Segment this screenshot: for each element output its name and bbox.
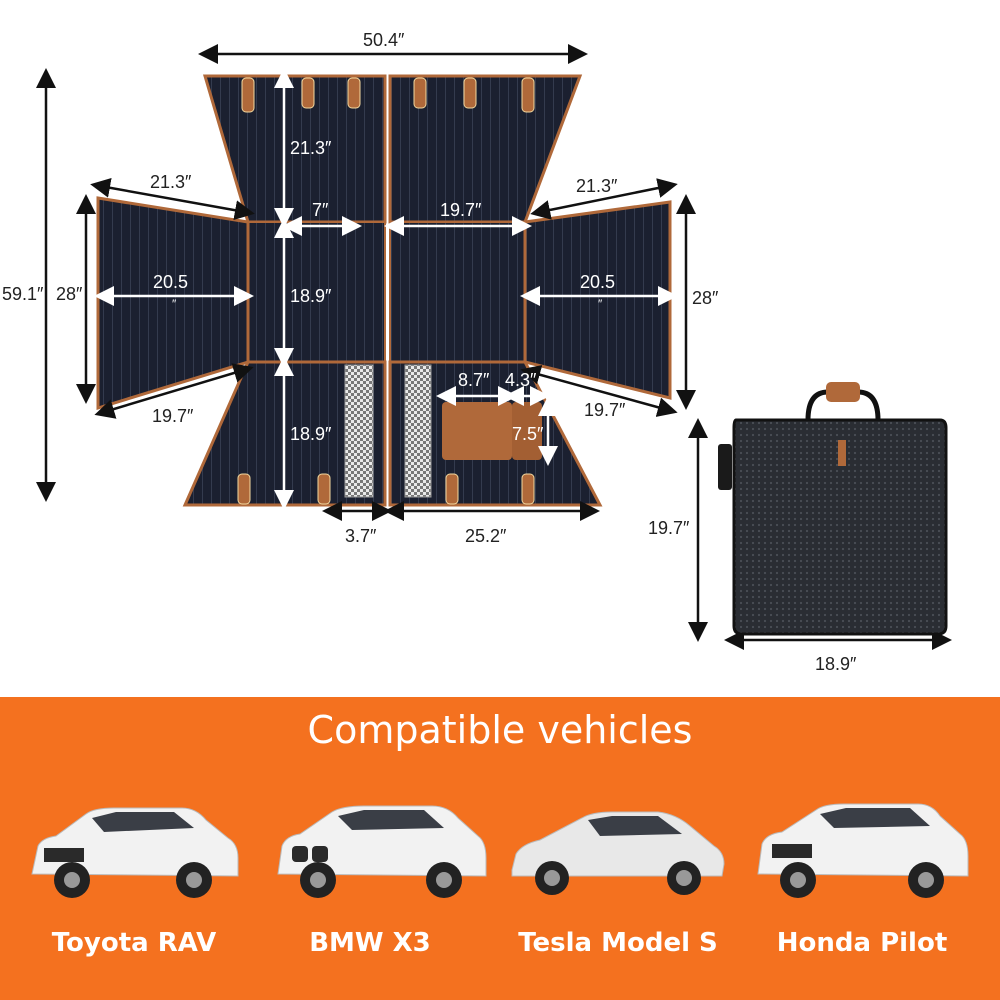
dimension-bottom-width: 25.2″ <box>465 526 507 546</box>
buckle-tab <box>521 473 535 505</box>
dimension-gap-width: 3.7″ <box>345 526 377 546</box>
dimension-right-bottom-diagonal: 19.7″ <box>584 400 626 420</box>
dimension-total-height: 59.1″ <box>2 284 44 304</box>
dimension-left-side-height: 28″ <box>56 284 83 304</box>
dimension-left-bottom-diagonal: 19.7″ <box>152 406 194 426</box>
dimension-bag-height: 19.7″ <box>648 518 690 538</box>
left-mesh-window <box>344 364 374 498</box>
honda-pilot-image <box>757 803 969 898</box>
buckle-tab <box>241 77 255 113</box>
vehicle-label-tesla-model-s: Tesla Model S <box>518 928 718 958</box>
dimension-pocket-small-width: 4.3″ <box>505 370 537 390</box>
left-seat-panel <box>247 221 386 363</box>
dimension-left-gap-width: 7″ <box>312 200 329 220</box>
dimension-pocket-height: 7.5″ <box>512 424 544 444</box>
dimension-right-flap-mark: ″ <box>598 297 603 311</box>
product-diagram: 50.4″ 59.1″ 21.3″ 21.3″ 21.3″ 7″ 19.7″ 2… <box>2 30 952 674</box>
dimension-right-top-diagonal: 21.3″ <box>576 176 618 196</box>
storage-pocket-large <box>442 402 512 460</box>
tesla-model-s-image <box>511 811 725 895</box>
dimension-top-width: 50.4″ <box>363 30 405 50</box>
buckle-tab <box>521 77 535 113</box>
dimension-left-flap-mark: ″ <box>172 297 177 311</box>
buckle-tab <box>445 473 459 505</box>
dimension-right-side-height: 28″ <box>692 288 719 308</box>
bmw-x3-image <box>277 805 487 898</box>
toyota-rav-image <box>31 807 239 898</box>
vehicle-label-toyota-rav: Toyota RAV <box>51 928 217 958</box>
dimension-right-center-width: 19.7″ <box>440 200 482 220</box>
buckle-tab <box>413 77 427 109</box>
dimension-center-bottom-height: 18.9″ <box>290 424 332 444</box>
vehicle-label-honda-pilot: Honda Pilot <box>776 928 948 958</box>
dimension-center-mid-height: 18.9″ <box>290 286 332 306</box>
dimension-left-top-diagonal: 21.3″ <box>150 172 192 192</box>
dimension-bag-width: 18.9″ <box>815 654 857 674</box>
buckle-tab <box>317 473 331 505</box>
dimension-left-flap-width: 20.5 <box>153 272 189 292</box>
seat-cover-illustration <box>36 44 952 650</box>
right-seat-panel <box>389 221 526 363</box>
buckle-tab <box>301 77 315 109</box>
right-mesh-window <box>404 364 432 498</box>
banner-title: Compatible vehicles <box>307 708 693 752</box>
vehicle-label-bmw-x3: BMW X3 <box>309 928 431 958</box>
buckle-tab <box>463 77 477 109</box>
dimension-center-top-height: 21.3″ <box>290 138 332 158</box>
dimension-pocket-width: 8.7″ <box>458 370 490 390</box>
storage-bag <box>718 382 948 636</box>
buckle-tab <box>237 473 251 505</box>
buckle-tab <box>347 77 361 109</box>
dimension-right-flap-width: 20.5 <box>580 272 616 292</box>
